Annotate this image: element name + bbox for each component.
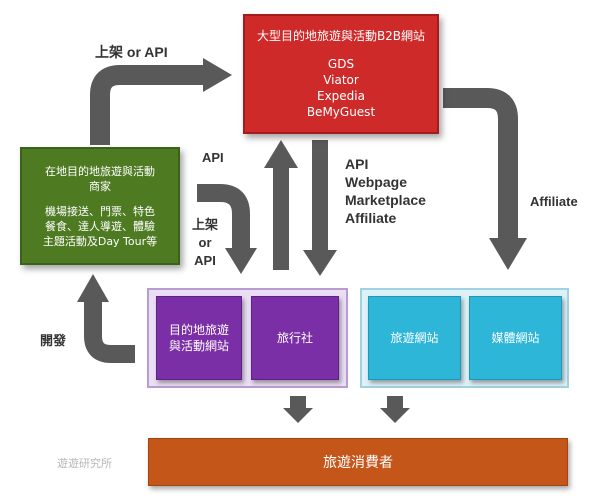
media-website-box: 媒體網站	[469, 296, 562, 380]
label-shelf-line3: API	[194, 253, 216, 268]
travel-consumer-box: 旅遊消費者	[148, 438, 568, 486]
arrow-head-down-blue	[380, 408, 410, 423]
label-api-down-list: API Webpage Marketplace Affiliate	[345, 155, 426, 227]
label-affiliate: Affiliate	[530, 194, 578, 209]
arrow-merchant-to-b2b	[90, 65, 205, 145]
label-affiliate-list: Affiliate	[345, 210, 397, 226]
b2b-item-bemyguest: BeMyGuest	[306, 105, 376, 119]
arrow-down-purple-shaft	[290, 396, 306, 410]
arrow-api-up-shaft	[273, 165, 289, 270]
label-shelf-line2: or	[198, 235, 212, 250]
local-merchant-box: 在地目的地旅遊與活動 商家 機場接送、門票、特色 餐食、達人導遊、體驗 主題活動…	[20, 147, 180, 265]
arrow-head-affiliate	[489, 238, 527, 270]
label-develop: 開發	[40, 333, 67, 348]
arrow-head-merchant-to-dest-site	[225, 248, 257, 274]
travel-website-box: 旅遊網站	[368, 296, 461, 380]
label-webpage: Webpage	[345, 174, 407, 190]
b2b-item-expedia: Expedia	[317, 89, 365, 103]
b2b-platform-box: 大型目的地旅遊與活動B2B網站 GDS Viator Expedia BeMyG…	[243, 14, 439, 134]
merchant-title-line1: 在地目的地旅遊與活動	[45, 164, 155, 178]
media-site-label: 媒體網站	[491, 331, 540, 345]
merchant-detail-line2: 餐食、達人導遊、體驗	[45, 219, 155, 233]
consumer-label: 旅遊消費者	[323, 455, 393, 471]
dest-site-line1: 目的地旅遊	[168, 323, 229, 337]
arrow-head-develop	[77, 274, 109, 302]
arrow-api-down-shaft	[312, 140, 328, 252]
label-api: API	[345, 156, 369, 172]
arrow-b2b-to-affiliate	[443, 88, 518, 240]
label-marketplace: Marketplace	[345, 192, 426, 208]
merchant-detail-line1: 機場接送、門票、特色	[45, 204, 155, 218]
dest-site-line2: 與活動網站	[168, 339, 229, 353]
agency-label: 旅行社	[276, 331, 313, 345]
label-list-or-api-mid: 上架 or API	[187, 216, 223, 270]
arrow-merchant-to-dest-site	[197, 184, 250, 250]
travel-agency-box: 旅行社	[251, 296, 339, 380]
arrow-head-api-down	[303, 250, 337, 276]
travel-site-label: 旅遊網站	[390, 331, 439, 345]
label-api-up: API	[202, 150, 224, 165]
arrow-head-down-purple	[283, 408, 313, 423]
arrow-develop	[84, 300, 135, 363]
b2b-item-gds: GDS	[327, 57, 355, 71]
merchant-title: 在地目的地旅遊與活動 商家	[45, 164, 155, 194]
watermark: 遊遊研究所	[57, 457, 112, 470]
merchant-detail-line3: 主題活動及Day Tour等	[42, 234, 158, 248]
label-shelf-line1: 上架	[191, 217, 218, 232]
arrow-head-api-up	[264, 140, 298, 168]
b2b-item-viator: Viator	[323, 73, 359, 87]
b2b-platform-title: 大型目的地旅遊與活動B2B網站	[256, 29, 426, 43]
arrow-head-merchant-to-b2b	[203, 58, 232, 92]
label-list-or-api-top: 上架 or API	[95, 44, 168, 60]
arrow-down-blue-shaft	[387, 396, 403, 410]
dest-activity-site-box: 目的地旅遊 與活動網站	[156, 296, 242, 380]
merchant-title-line2: 商家	[89, 179, 111, 193]
